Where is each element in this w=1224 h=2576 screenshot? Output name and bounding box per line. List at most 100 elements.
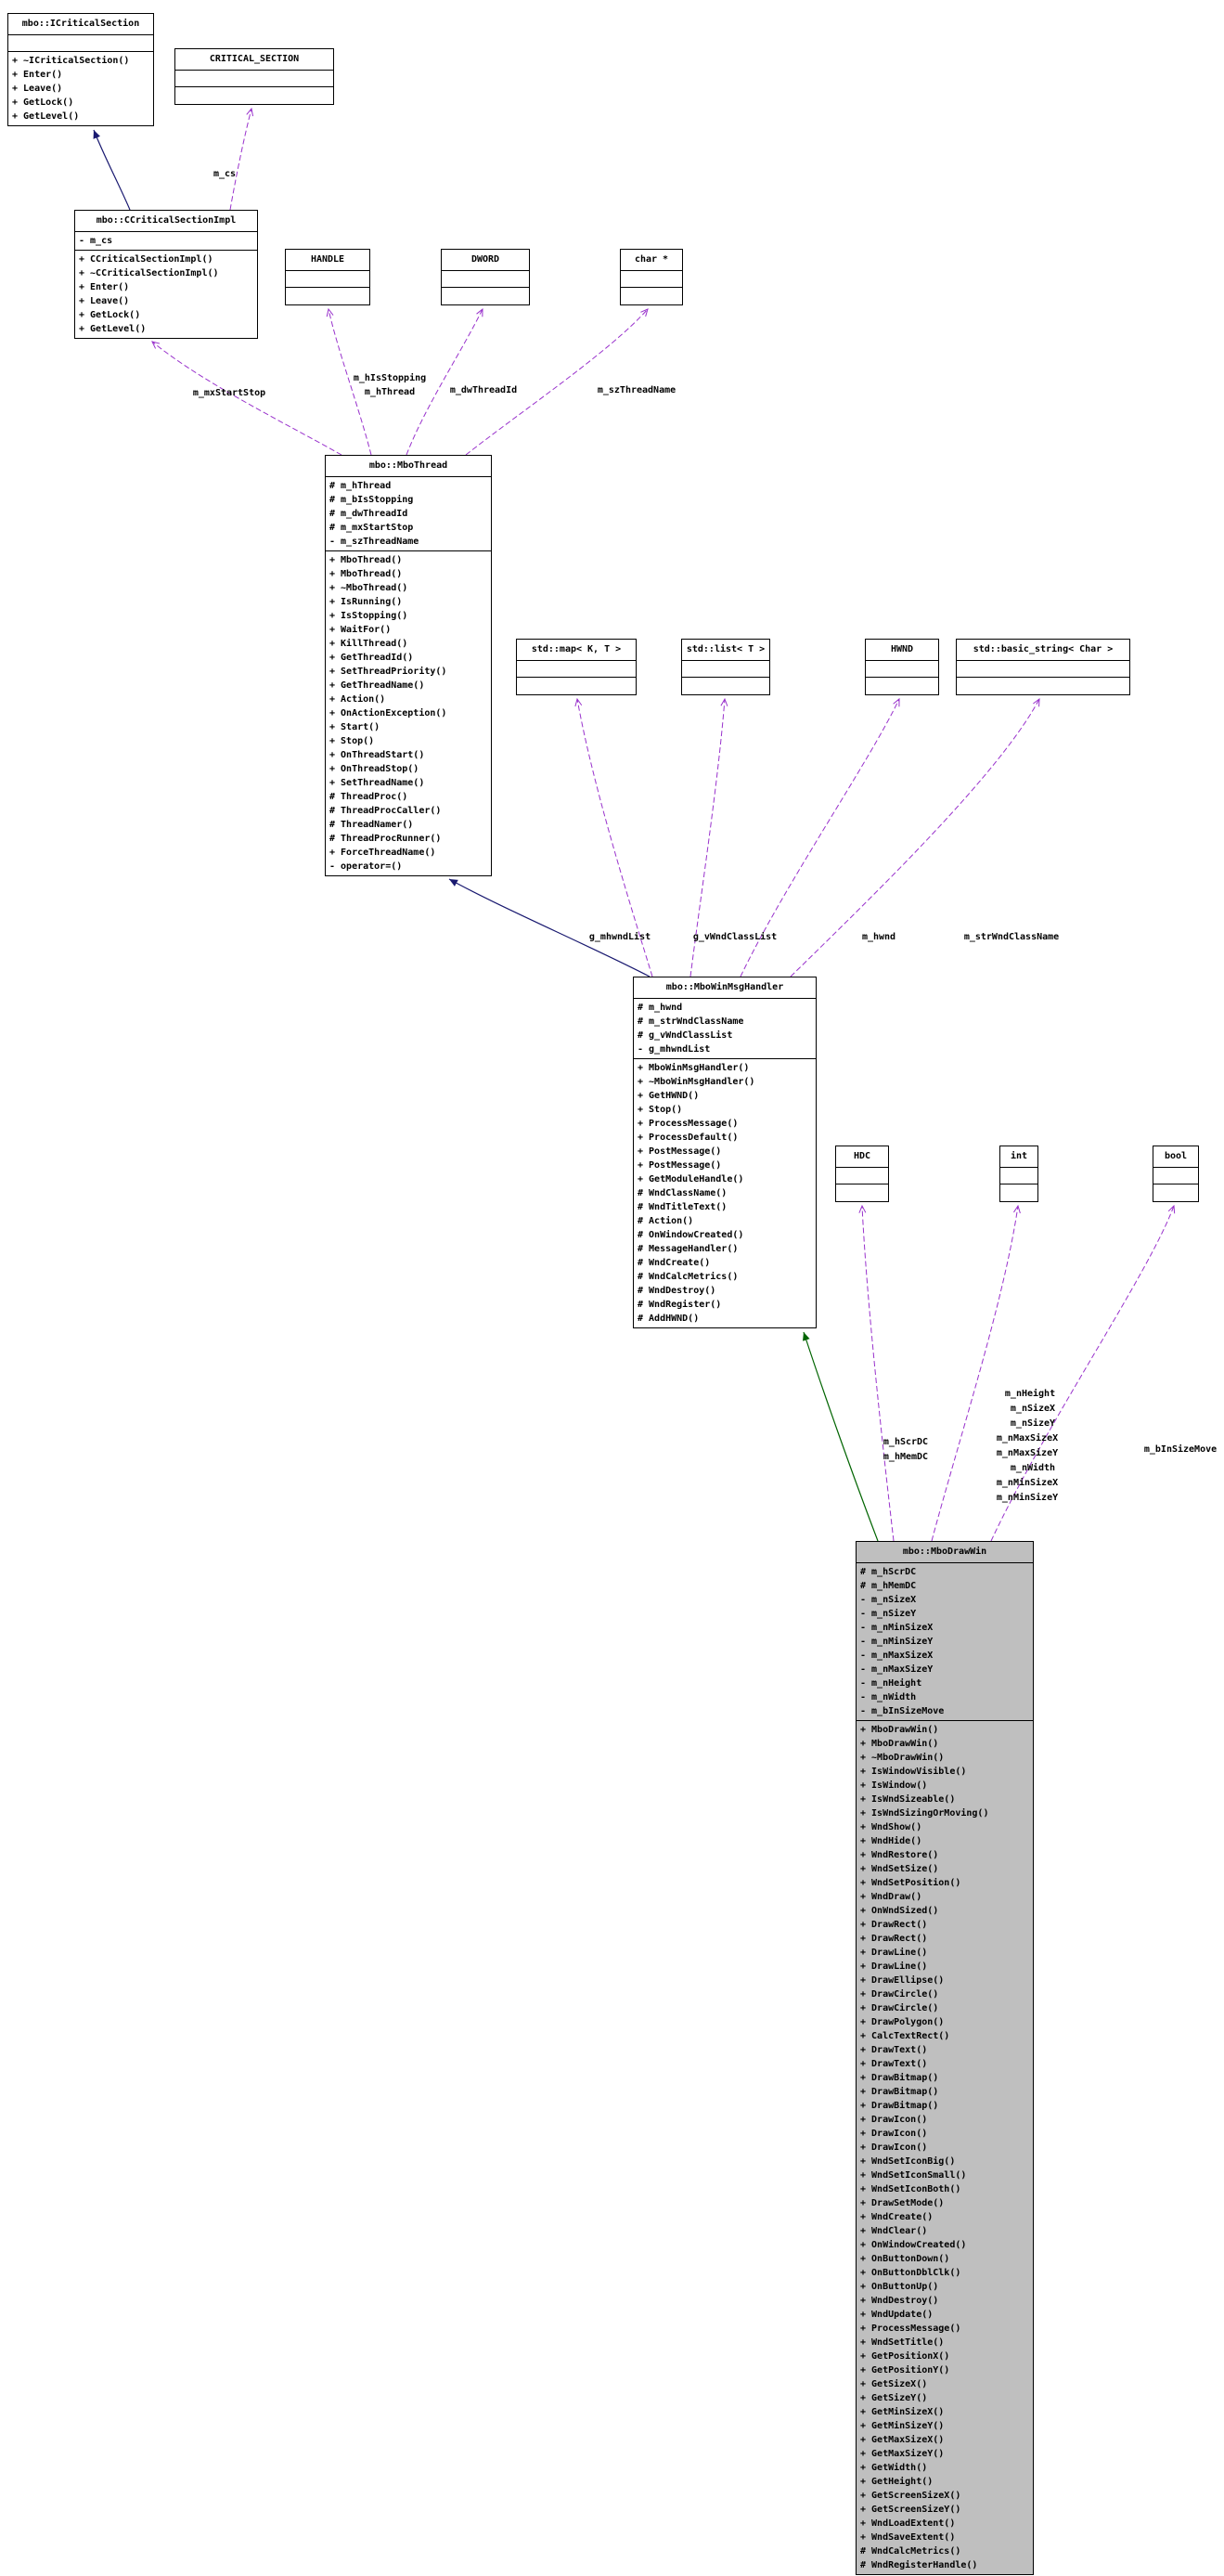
methods-compartment [836,1184,888,1201]
class-title: mbo::MboDrawWin [857,1542,1033,1563]
member-row: + CCriticalSectionImpl() [79,254,213,265]
class-node-mbowinmsghandler[interactable]: mbo::MboWinMsgHandler # m_hwnd# m_strWnd… [633,977,817,1328]
member-row: + GetHWND() [638,1091,700,1101]
member-row: + WndSaveExtent() [860,2532,956,2543]
edge-usage-int-members [931,1204,1021,1542]
class-title: DWORD [442,250,529,271]
member-row: - operator=() [329,861,403,872]
member-row: + IsWndSizingOrMoving() [860,1808,989,1819]
member-row: + DrawBitmap() [860,2101,939,2111]
member-row: + DrawIcon() [860,2115,928,2125]
class-title: CRITICAL_SECTION [175,49,333,71]
member-row: + PostMessage() [638,1146,722,1157]
edge-label-m-nsizex: m_nSizeX [1010,1404,1056,1414]
methods-compartment [175,87,333,104]
member-row: # ThreadProcRunner() [329,834,442,844]
member-row: + Start() [329,722,380,732]
edge-label-m-binsizemove: m_bInSizeMove [1143,1444,1218,1455]
methods-compartment [442,288,529,304]
member-row: - m_nSizeX [860,1595,917,1605]
member-row: + GetLevel() [12,111,80,122]
member-row: + Enter() [79,282,130,292]
methods-compartment [866,678,938,694]
member-row: + PostMessage() [638,1160,722,1171]
edge-label-m-nminsizex: m_nMinSizeX [996,1478,1059,1488]
member-row: + DrawBitmap() [860,2087,939,2097]
attributes-compartment [866,661,938,678]
member-row: + IsStopping() [329,611,408,621]
class-node-char-ptr: char * [620,249,683,305]
member-row: + Leave() [12,84,63,94]
edge-usage-m-hscrdc [858,1204,895,1542]
member-row: - m_nMaxSizeY [860,1664,934,1675]
member-row: + WndSetPosition() [860,1878,961,1888]
member-row: - m_nSizeY [860,1609,917,1619]
edge-label-m-szthreadname: m_szThreadName [597,385,676,395]
member-row: + DrawLine() [860,1948,928,1958]
class-node-mbodrawwin: mbo::MboDrawWin # m_hScrDC# m_hMemDC- m_… [856,1541,1034,2575]
member-row: + GetWidth() [860,2463,928,2473]
member-row: # m_mxStartStop [329,523,414,533]
methods-compartment [517,678,636,694]
edge-inherit-ccriticalsectionimpl-icriticalsection [93,129,131,211]
member-row: + DrawRect() [860,1934,928,1944]
edge-label-m-nheight: m_nHeight [1004,1389,1056,1399]
attributes-compartment [8,35,153,52]
member-row: + DrawIcon() [860,2129,928,2139]
class-title[interactable]: mbo::CCriticalSectionImpl [75,211,257,232]
methods-compartment [286,288,369,304]
member-row: - m_cs [79,236,113,246]
member-row: + ~MboThread() [329,583,408,593]
member-row: # OnWindowCreated() [638,1230,744,1240]
member-row: + MboWinMsgHandler() [638,1063,750,1073]
member-row: + WndSetTitle() [860,2337,945,2348]
member-row: + WndCreate() [860,2212,934,2222]
member-row: + Leave() [79,296,130,306]
member-row: + ~ICriticalSection() [12,56,130,66]
member-row: - m_nHeight [860,1678,922,1689]
class-node-critical-section: CRITICAL_SECTION [174,48,334,105]
attributes-compartment [621,271,682,288]
member-row: + WndHide() [860,1836,922,1846]
class-node-std-map: std::map< K, T > [516,639,637,695]
class-title[interactable]: mbo::MboThread [326,456,491,477]
member-row: - m_nMinSizeY [860,1637,934,1647]
member-row: - m_bInSizeMove [860,1706,945,1716]
member-row: + DrawPolygon() [860,2017,945,2027]
member-row: - g_mhwndList [638,1044,711,1055]
member-row: + GetScreenSizeX() [860,2491,961,2501]
edge-label-m-cs: m_cs [213,169,237,179]
class-title[interactable]: mbo::MboWinMsgHandler [634,977,816,999]
class-title[interactable]: mbo::ICriticalSection [8,14,153,35]
methods-compartment: + MboWinMsgHandler()+ ~MboWinMsgHandler(… [634,1059,816,1327]
member-row: + GetMaxSizeY() [860,2449,945,2459]
member-row: + GetMaxSizeX() [860,2435,945,2445]
class-node-mbothread[interactable]: mbo::MboThread # m_hThread# m_bIsStoppin… [325,455,492,876]
member-row: + IsWindowVisible() [860,1767,967,1777]
member-row: + GetMinSizeX() [860,2407,945,2417]
member-row: + GetThreadName() [329,680,425,691]
member-row: # MessageHandler() [638,1244,739,1254]
class-node-ccriticalsectionimpl[interactable]: mbo::CCriticalSectionImpl - m_cs + CCrit… [74,210,258,339]
member-row: + DrawSetMode() [860,2198,945,2208]
member-row: + DrawIcon() [860,2142,928,2153]
member-row: + WndSetIconBoth() [860,2184,961,2194]
edge-label-m-mxstartstop: m_mxStartStop [192,388,266,398]
member-row: + WndDestroy() [860,2296,939,2306]
attributes-compartment: # m_hThread # m_bIsStopping # m_dwThreadId… [326,477,491,551]
member-row: + Stop() [329,736,375,746]
class-node-icriticalsection[interactable]: mbo::ICriticalSection + ~ICriticalSectio… [7,13,154,126]
member-row: + WndShow() [860,1822,922,1832]
member-row: # m_dwThreadId [329,509,408,519]
member-row: - m_nMaxSizeX [860,1650,934,1661]
class-title: int [1000,1146,1037,1168]
member-row: # m_bIsStopping [329,495,414,505]
member-row: + KillThread() [329,639,408,649]
edge-label-m-nsizey: m_nSizeY [1010,1418,1056,1429]
member-row: + IsWndSizeable() [860,1794,956,1805]
member-row: + Enter() [12,70,63,80]
member-row: + OnThreadStart() [329,750,425,760]
methods-compartment [1000,1184,1037,1201]
edge-usage-m-binsizemove [990,1204,1176,1542]
member-row: # m_hThread [329,481,392,491]
